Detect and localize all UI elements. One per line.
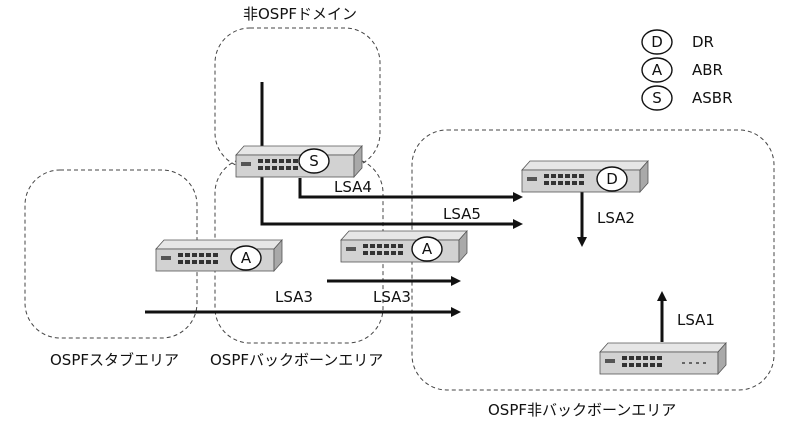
internal-router	[599, 342, 727, 375]
legend-badge-d: D	[651, 33, 663, 51]
legend: D DR A ABR S ASBR	[641, 29, 733, 111]
lsa5-arrow	[260, 170, 523, 229]
lsa3-right-label: LSA3	[373, 288, 411, 306]
legend-item-abr: A ABR	[641, 57, 723, 83]
legend-label-asbr: ASBR	[692, 89, 733, 107]
dr-router: D	[521, 160, 649, 193]
asbr-router: S	[235, 145, 363, 178]
lsa4-label: LSA4	[334, 178, 372, 196]
abr-stub-badge: A	[241, 249, 252, 267]
abr-stub-router: A	[155, 239, 283, 272]
backbone-area-label: OSPFバックボーンエリア	[210, 351, 383, 369]
legend-item-dr: D DR	[641, 29, 714, 55]
non-backbone-area-zone	[411, 129, 775, 391]
asbr-badge: S	[309, 152, 319, 170]
lsa3-left-label: LSA3	[275, 288, 313, 306]
abr-nonbackbone-router: A	[340, 230, 468, 263]
legend-label-abr: ABR	[692, 61, 723, 79]
non-ospf-domain-label: 非OSPFドメイン	[243, 5, 357, 23]
legend-label-dr: DR	[692, 33, 714, 51]
legend-badge-s: S	[652, 89, 662, 107]
dr-badge: D	[606, 170, 618, 188]
stub-area-label: OSPFスタブエリア	[50, 351, 179, 369]
lsa5-label: LSA5	[443, 205, 481, 223]
lsa2-label: LSA2	[597, 209, 635, 227]
non-backbone-area-label: OSPF非バックボーンエリア	[488, 401, 676, 419]
legend-item-asbr: S ASBR	[641, 85, 733, 111]
lsa4-arrow	[298, 178, 523, 202]
abr-nonbackbone-badge: A	[422, 240, 433, 258]
lsa1-label: LSA1	[677, 311, 715, 329]
legend-badge-a: A	[652, 61, 663, 79]
